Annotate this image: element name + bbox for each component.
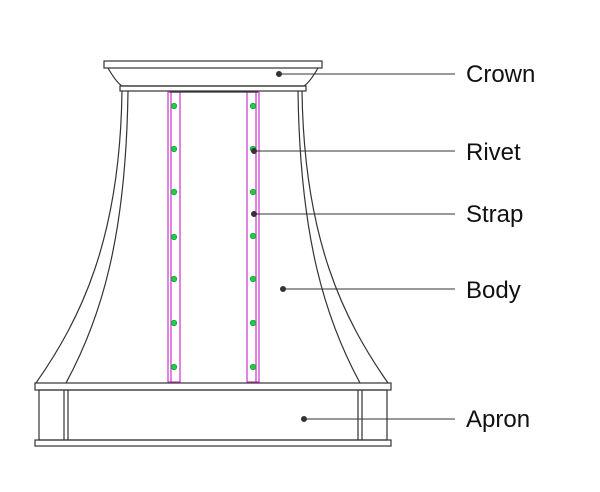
body-left-outer [35,90,123,384]
apron-bottom-band [34,439,392,447]
crown-top-band [103,60,323,69]
crown-molding [107,67,319,87]
rivet-label: Rivet [466,139,521,166]
rivet-right-1 [249,102,257,110]
body-leader-dot [280,286,286,292]
apron-label: Apron [466,406,530,433]
rivet-left-7 [170,363,178,371]
apron-leader-dot [301,416,307,422]
strap-part [167,91,260,383]
rivet-right-5 [249,275,257,283]
rivet-left-5 [170,275,178,283]
body-right-inner [297,90,361,384]
rivet-right-4 [249,232,257,240]
crown-part [103,60,323,92]
strap-leader-dot [251,211,257,217]
body-label: Body [466,277,521,304]
rivet-left-6 [170,319,178,327]
rivet-right-7 [249,363,257,371]
rivet-left-2 [170,145,178,153]
rivet-right-3 [249,188,257,196]
body-right-outer [301,90,389,384]
body-left-inner [65,90,129,384]
rivet-right-6 [249,319,257,327]
crown-label: Crown [466,61,535,88]
rivet-left-4 [170,233,178,241]
crown-leader-dot [276,71,282,77]
apron-part [34,382,392,447]
rivet-left-3 [170,188,178,196]
apron-top-band [34,382,392,391]
apron-panel [38,389,388,441]
strap-label: Strap [466,201,523,228]
body-part [35,90,389,384]
leader-lines [251,71,455,422]
rivet-group [170,102,257,371]
rivet-left-1 [170,102,178,110]
crown-base-band [119,85,307,92]
rivet-leader-dot [251,148,257,154]
